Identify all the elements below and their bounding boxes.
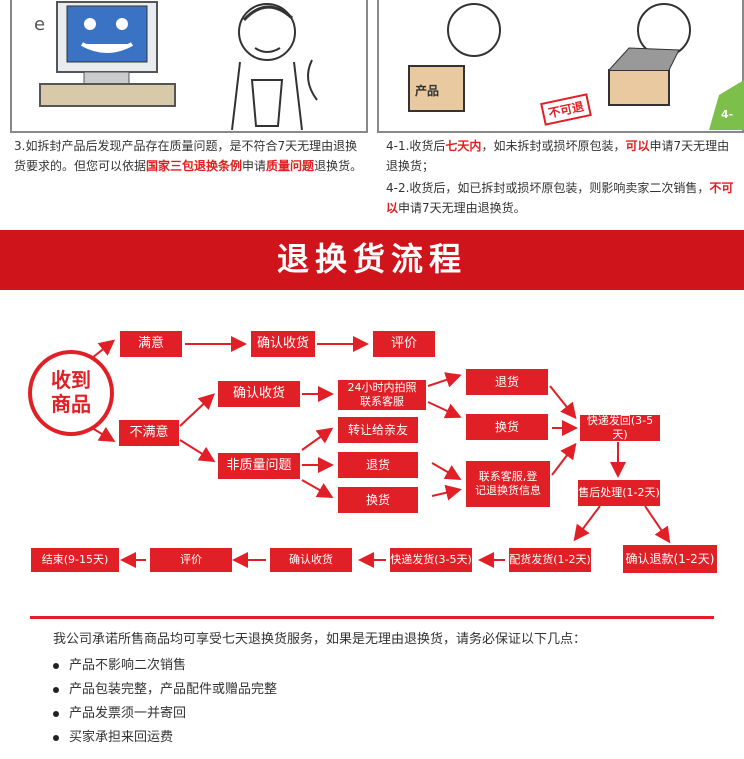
node-confirm-refund: 确认退款(1-2天) bbox=[623, 545, 717, 573]
illustration-panel-right: 产品 不可退 4- bbox=[377, 0, 744, 133]
highlight-text: 国家三包退换条例 bbox=[146, 159, 243, 173]
caption-text: 申请7天无理由退换货。 bbox=[398, 201, 526, 215]
node-return-1: 退货 bbox=[466, 369, 548, 395]
policy-item-text: 产品包装完整，产品配件或赠品完整 bbox=[69, 682, 278, 697]
node-return-2: 退货 bbox=[338, 452, 418, 478]
highlight-text: 不可以 bbox=[386, 181, 734, 215]
start-line-2: 商品 bbox=[51, 392, 91, 416]
node-review-1: 评价 bbox=[373, 331, 435, 357]
policy-item: 买家承担来回运费 bbox=[53, 726, 173, 745]
caption-text: 3.如拆封产品后发现产品存在质量问题，是不符合7天无理由退换货要求的。但您可以依… bbox=[14, 139, 358, 173]
bullet-icon bbox=[53, 734, 59, 741]
step-corner-label: 4- bbox=[721, 108, 734, 121]
policy-item: 产品发票须一并寄回 bbox=[53, 702, 186, 721]
process-banner: 退换货流程 bbox=[0, 230, 744, 290]
policy-item-text: 产品不影响二次销售 bbox=[69, 658, 187, 673]
start-received-goods: 收到 商品 bbox=[28, 350, 114, 436]
node-contact-service: 联系客服,登记退换货信息 bbox=[466, 461, 550, 507]
policy-item: 产品不影响二次销售 bbox=[53, 654, 186, 673]
illustration-package-persons bbox=[408, 3, 744, 130]
start-line-1: 收到 bbox=[51, 368, 91, 392]
node-confirm-receipt-3: 确认收货 bbox=[270, 548, 352, 572]
node-transfer-friend: 转让给亲友 bbox=[338, 417, 418, 443]
product-label: 产品 bbox=[415, 84, 440, 98]
bullet-icon bbox=[53, 710, 59, 717]
caption-opened-package: 4-2.收货后，如已拆封或损坏原包装，则影响卖家二次销售，不可以申请7天无理由退… bbox=[386, 178, 738, 218]
policy-item-text: 买家承担来回运费 bbox=[69, 730, 174, 745]
policy-item-text: 产品发票须一并寄回 bbox=[69, 706, 187, 721]
caption-text: 4-2.收货后，如已拆封或损坏原包装，则影响卖家二次销售， bbox=[386, 181, 710, 195]
illustration-panel-left: e bbox=[10, 0, 368, 133]
caption-text: 申请 bbox=[242, 159, 267, 173]
caption-text: 4-1.收货后 bbox=[386, 139, 446, 153]
policy-intro: 我公司承诺所售商品均可享受七天退换货服务，如果是无理由退换货，请务必保证以下几点… bbox=[53, 632, 587, 647]
node-quality-issue: 非质量问题 bbox=[218, 453, 300, 479]
node-exchange-2: 换货 bbox=[338, 487, 418, 513]
caption-text: 退换货。 bbox=[314, 159, 363, 173]
bullet-icon bbox=[53, 686, 59, 693]
node-contact-24h: 24小时内拍照联系客服 bbox=[338, 380, 426, 410]
caption-quality-issue: 3.如拆封产品后发现产品存在质量问题，是不符合7天无理由退换货要求的。但您可以依… bbox=[14, 136, 366, 176]
caption-text: ，如未拆封或损坏原包装， bbox=[481, 139, 626, 153]
svg-text:e: e bbox=[34, 14, 45, 35]
highlight-text: 质量问题 bbox=[266, 159, 315, 173]
policy-item: 产品包装完整，产品配件或赠品完整 bbox=[53, 678, 277, 697]
highlight-text: 可以 bbox=[625, 139, 650, 153]
node-express-send: 快递发货(3-5天) bbox=[390, 548, 472, 572]
section-divider bbox=[30, 616, 714, 619]
highlight-text: 七天内 bbox=[445, 139, 482, 153]
node-express-back: 快递发回(3-5天) bbox=[580, 414, 660, 441]
node-review-2: 评价 bbox=[150, 548, 232, 572]
node-dispatch: 配货发货(1-2天) bbox=[509, 548, 591, 572]
bullet-icon bbox=[53, 662, 59, 669]
node-exchange-1: 换货 bbox=[466, 414, 548, 440]
node-confirm-receipt-1: 确认收货 bbox=[251, 331, 315, 357]
node-unsatisfied: 不满意 bbox=[119, 420, 179, 446]
caption-text: 申请7天无理由退换货； bbox=[386, 139, 730, 173]
node-satisfied: 满意 bbox=[120, 331, 182, 357]
illustration-computer-person: e bbox=[34, 1, 318, 131]
node-confirm-receipt-2: 确认收货 bbox=[218, 381, 300, 407]
banner-title: 退换货流程 bbox=[276, 240, 467, 278]
caption-seven-days-unopened: 4-1.收货后七天内，如未拆封或损坏原包装，可以申请7天无理由退换货； bbox=[386, 136, 738, 176]
node-after-sales: 售后处理(1-2天) bbox=[578, 480, 660, 506]
node-end: 结束(9-15天) bbox=[31, 548, 119, 572]
